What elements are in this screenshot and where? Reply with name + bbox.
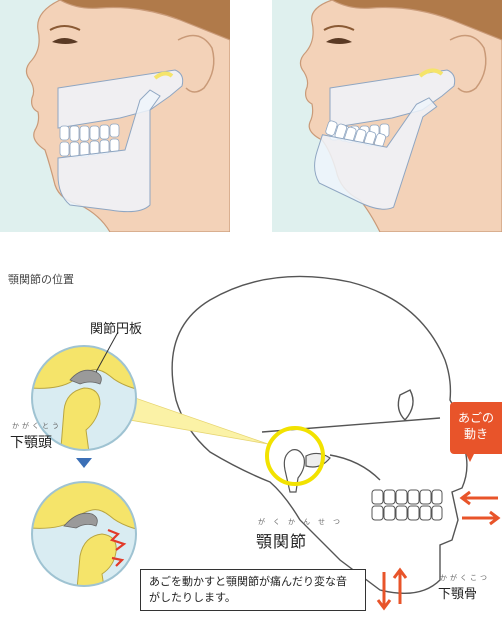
symptom-note: あごを動かすと顎関節が痛んだり変な音がしたりします。 — [140, 569, 366, 611]
jaw-movement-line1: あごの — [457, 411, 494, 425]
closed-jaw-panel — [0, 0, 230, 232]
disc-leader-line — [95, 331, 119, 373]
badge-pointer — [466, 454, 474, 462]
section-title: 顎関節の位置 — [8, 273, 74, 286]
tmj-label: 顎関節 — [256, 532, 308, 551]
skull-teeth — [371, 489, 443, 521]
jaw-movement-arrows — [376, 490, 501, 611]
pain-zigzag-icon — [107, 528, 127, 567]
mandible-label: 下顎骨 — [438, 587, 478, 602]
jaw-movement-badge: あごの 動き — [450, 402, 502, 454]
open-jaw-panel — [272, 0, 502, 232]
articular-disc-label: 関節円板 — [90, 322, 143, 337]
tmj-highlight-ring — [265, 426, 325, 486]
detail-circle-normal — [31, 345, 137, 451]
mandibular-condyle-ruby: かがくとう — [12, 422, 62, 430]
mandible-ruby: かがくこつ — [440, 574, 490, 582]
detail-circle-painful — [31, 481, 137, 587]
jaw-movement-line2: 動き — [463, 427, 488, 441]
mandibular-condyle-label: 下顎頭 — [10, 435, 52, 451]
down-arrow — [76, 458, 92, 468]
tmj-ruby: がくかんせつ — [258, 518, 348, 526]
